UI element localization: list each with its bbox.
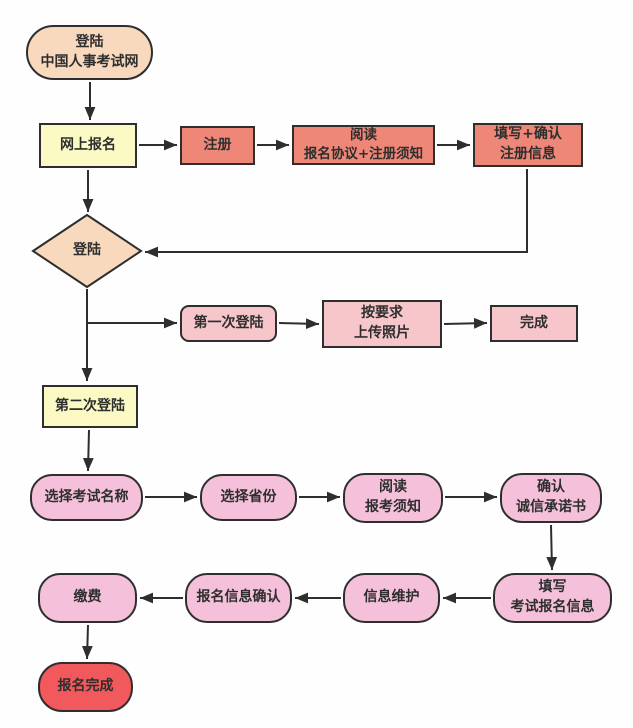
node-select-exam-name: 选择考试名称 (30, 474, 143, 521)
node-second-login: 第二次登陆 (42, 385, 138, 428)
node-confirm-registration-info: 报名信息确认 (185, 573, 292, 623)
node-select-province: 选择省份 (200, 474, 297, 521)
node-read-exam-notice: 阅读 报考须知 (343, 473, 443, 523)
node-upload-photo: 按要求 上传照片 (322, 300, 442, 348)
node-complete-photo: 完成 (490, 305, 578, 342)
edge-first-login-to-upload-photo (278, 318, 320, 330)
edge-upload-photo-to-complete (443, 317, 488, 329)
node-login-decision: 登陆 (73, 242, 101, 259)
node-first-login: 第一次登陆 (180, 305, 277, 342)
node-fill-exam-info: 填写 考试报名信息 (493, 573, 612, 623)
node-login-site: 登陆 中国人事考试网 (26, 25, 153, 80)
node-confirm-integrity: 确认 诚信承诺书 (500, 473, 602, 523)
node-fill-confirm-registration: 填写+确认 注册信息 (473, 123, 583, 167)
edge-fill-confirm-to-decision (145, 169, 528, 258)
edge-confirm-integrity-to-fill-exam-info (546, 524, 558, 571)
node-read-agreement: 阅读 报名协议+注册须知 (292, 125, 435, 165)
node-register: 注册 (180, 126, 255, 165)
node-pay-fee: 缴费 (38, 573, 137, 623)
node-info-maintenance: 信息维护 (343, 573, 440, 623)
login-decision-diamond (31, 213, 143, 289)
node-online-registration: 网上报名 (39, 123, 137, 168)
edge-second-login-to-select-exam (82, 429, 94, 472)
node-registration-complete: 报名完成 (38, 662, 133, 712)
edge-pay-to-complete (81, 624, 93, 660)
